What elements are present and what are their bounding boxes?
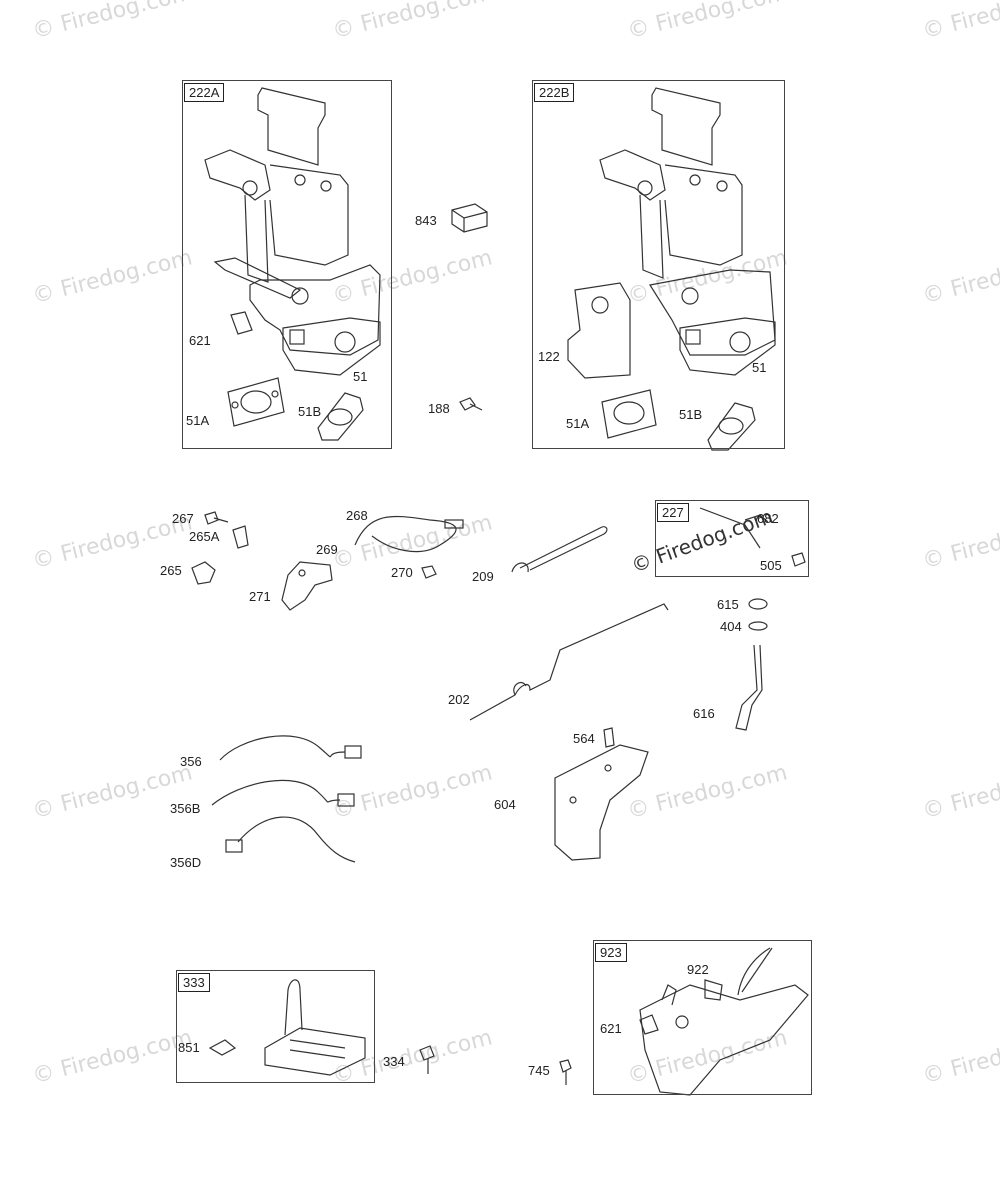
group-tag-222b: 222B — [534, 83, 575, 102]
part-label-356: 356 — [180, 754, 202, 769]
part-label-270: 270 — [391, 565, 413, 580]
group-tag-222a: 222A — [184, 83, 225, 102]
part-label-269: 269 — [316, 542, 338, 557]
part-404-drawing — [748, 621, 768, 631]
part-label-922: 922 — [687, 962, 709, 977]
part-268-drawing — [354, 515, 457, 553]
part-label-209: 209 — [472, 569, 494, 584]
part-label-843: 843 — [415, 213, 437, 228]
part-843-drawing — [451, 203, 488, 233]
part-label-621: 621 — [189, 333, 211, 348]
group-333-box — [176, 970, 375, 1083]
part-label-51: 51 — [353, 369, 368, 384]
part-label-188: 188 — [428, 401, 450, 416]
part-label-51: 51 — [752, 360, 767, 375]
part-label-51a: 51A — [566, 416, 590, 431]
part-604-drawing — [554, 744, 649, 861]
part-label-851: 851 — [178, 1040, 200, 1055]
part-label-564: 564 — [573, 731, 595, 746]
part-265-drawing — [191, 561, 216, 585]
part-334-drawing — [419, 1045, 435, 1074]
part-label-615: 615 — [717, 597, 739, 612]
part-label-745: 745 — [528, 1063, 550, 1078]
part-label-122: 122 — [538, 349, 560, 364]
part-616-drawing — [735, 644, 763, 731]
group-tag-333: 333 — [178, 973, 210, 992]
part-label-51b: 51B — [679, 407, 703, 422]
part-202-drawing — [469, 603, 669, 721]
part-label-404: 404 — [720, 619, 742, 634]
part-333-drawing — [264, 979, 366, 1076]
control-bracket-drawing-b — [567, 87, 776, 451]
group-227-box — [655, 500, 809, 577]
part-label-682: 682 — [757, 511, 779, 526]
part-label-51b: 51B — [298, 404, 322, 419]
part-851-drawing — [208, 1039, 237, 1056]
part-505-drawing — [791, 552, 806, 567]
part-label-271: 271 — [249, 589, 271, 604]
part-682-drawing — [699, 507, 769, 549]
part-label-356b: 356B — [170, 801, 201, 816]
part-label-356d: 356D — [170, 855, 202, 870]
part-923-drawing — [639, 984, 809, 1096]
part-label-616: 616 — [693, 706, 715, 721]
part-564-drawing — [603, 727, 615, 748]
part-356d-drawing — [237, 816, 356, 863]
part-209-drawing — [511, 526, 608, 573]
part-label-505: 505 — [760, 558, 782, 573]
part-356b-drawing — [211, 779, 341, 806]
part-label-51a: 51A — [186, 413, 210, 428]
part-label-265a: 265A — [189, 529, 220, 544]
part-label-621: 621 — [600, 1021, 622, 1036]
group-tag-923: 923 — [595, 943, 627, 962]
control-bracket-drawing-a — [204, 87, 381, 441]
part-621b-drawing — [639, 1014, 659, 1035]
part-265a-drawing — [232, 525, 249, 549]
group-222a-box — [182, 80, 392, 449]
part-270-drawing — [421, 565, 437, 579]
part-label-604: 604 — [494, 797, 516, 812]
part-745-drawing — [559, 1059, 572, 1085]
part-label-265: 265 — [160, 563, 182, 578]
part-922-drawing — [737, 947, 773, 996]
group-222b-box — [532, 80, 785, 449]
part-label-268: 268 — [346, 508, 368, 523]
part-356-drawing — [219, 735, 346, 761]
part-267-drawing — [204, 511, 229, 525]
part-label-267: 267 — [172, 511, 194, 526]
part-271-drawing — [281, 561, 333, 611]
part-label-202: 202 — [448, 692, 470, 707]
group-tag-227: 227 — [657, 503, 689, 522]
part-188-drawing — [459, 397, 483, 411]
group-923-box — [593, 940, 812, 1095]
part-label-334: 334 — [383, 1054, 405, 1069]
part-615-drawing — [748, 598, 768, 610]
